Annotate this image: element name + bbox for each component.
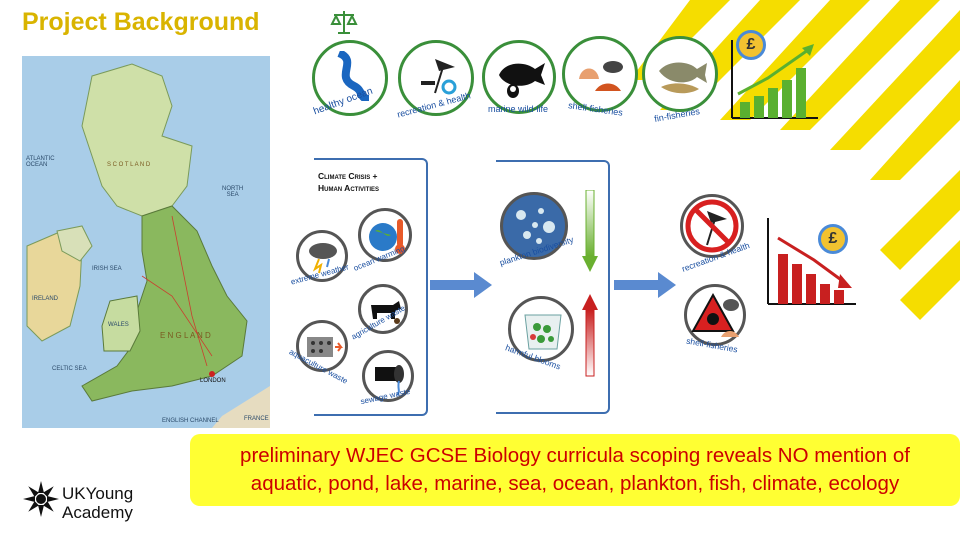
icon-circle-aquaculture-waste [296,320,348,372]
map-label-scotland: S C O T L A N D [107,162,151,168]
decline-chart-icon [767,218,856,305]
icon-circle-plankton [500,192,568,260]
fish-farm-icon [307,337,343,357]
whale-icon [499,63,545,98]
map-label-celtic-sea: CELTIC SEA [52,366,87,372]
cow-icon [371,301,401,324]
curricula-banner: preliminary WJEC GCSE Biology curricula … [190,434,960,506]
causes-title-line2: Human Activities [318,183,379,193]
beach-icon [421,59,457,95]
icon-circle-agriculture-waste [358,284,408,334]
plankton-icon [516,208,555,244]
causes-bracket [314,158,428,416]
map-label-wales: WALES [108,322,129,328]
icon-circle-no-recreation [680,194,744,258]
map-label-england: E N G L A N D [160,331,211,340]
no-beach-icon [685,199,739,253]
causes-title-line1: Climate Crisis + [318,171,378,181]
pound-coin-icon: £ [736,30,766,60]
trend-up-arrow-icon [582,294,598,377]
map-label-france: FRANCE [244,416,269,422]
storm-icon [309,243,337,274]
growth-chart-icon [731,40,818,119]
bloom-icon [524,314,562,350]
effects-bracket [496,160,610,414]
scales-icon [330,11,358,34]
icon-circle-shell-fisheries [562,36,638,112]
uk-map: ATLANTIC OCEAN NORTH SEA S C O T L A N D… [22,56,270,428]
pound-coin-icon-2: £ [818,224,848,254]
globe-thermometer-icon [369,219,405,254]
pipe-icon [375,365,404,396]
banner-line2: aquatic, pond, lake, marine, sea, ocean,… [250,472,900,495]
icon-circle-recreation [398,40,474,116]
causes-title: Climate Crisis + Human Activities [318,170,379,194]
uk-map-graphic [22,56,270,428]
label-marine-wildlife: marine wild-life [488,104,549,114]
logo-text: UKYoung Academy [62,484,133,522]
icon-circle-fin-fisheries [642,36,718,112]
logo-line1: UKYoung [62,484,134,503]
map-label-ireland: IRELAND [32,296,59,302]
trend-down-arrow-icon [582,190,598,272]
icon-circle-harmful-blooms [508,296,574,362]
icon-circle-ocean-warming [358,208,412,262]
map-label-atlantic: ATLANTIC OCEAN [26,156,55,168]
toxic-shell-icon [691,292,739,337]
shell-icon [579,61,623,91]
map-label-english-channel: ENGLISH CHANNEL [162,418,219,424]
icon-circle-extreme-weather [296,230,348,282]
map-label-london: LONDON [200,378,226,384]
icon-circle-marine-wildlife [482,40,556,114]
map-label-irish-sea: IRISH SEA [92,266,122,272]
arrow-right-icon [430,272,492,298]
page-title: Project Background [22,8,260,36]
logo-line2: Academy [62,503,133,522]
banner-line1: preliminary WJEC GCSE Biology curricula … [240,444,910,467]
uk-young-academy-logo-icon [23,481,59,517]
icon-circle-sewage-waste [362,350,414,402]
map-label-north-sea: NORTH SEA [222,186,244,198]
icon-circle-healthy-ocean [312,40,388,116]
wave-icon [337,51,370,101]
arrow-right-icon-2 [614,272,676,298]
fish-icon [659,62,707,94]
icon-circle-toxic-shell [684,284,746,346]
